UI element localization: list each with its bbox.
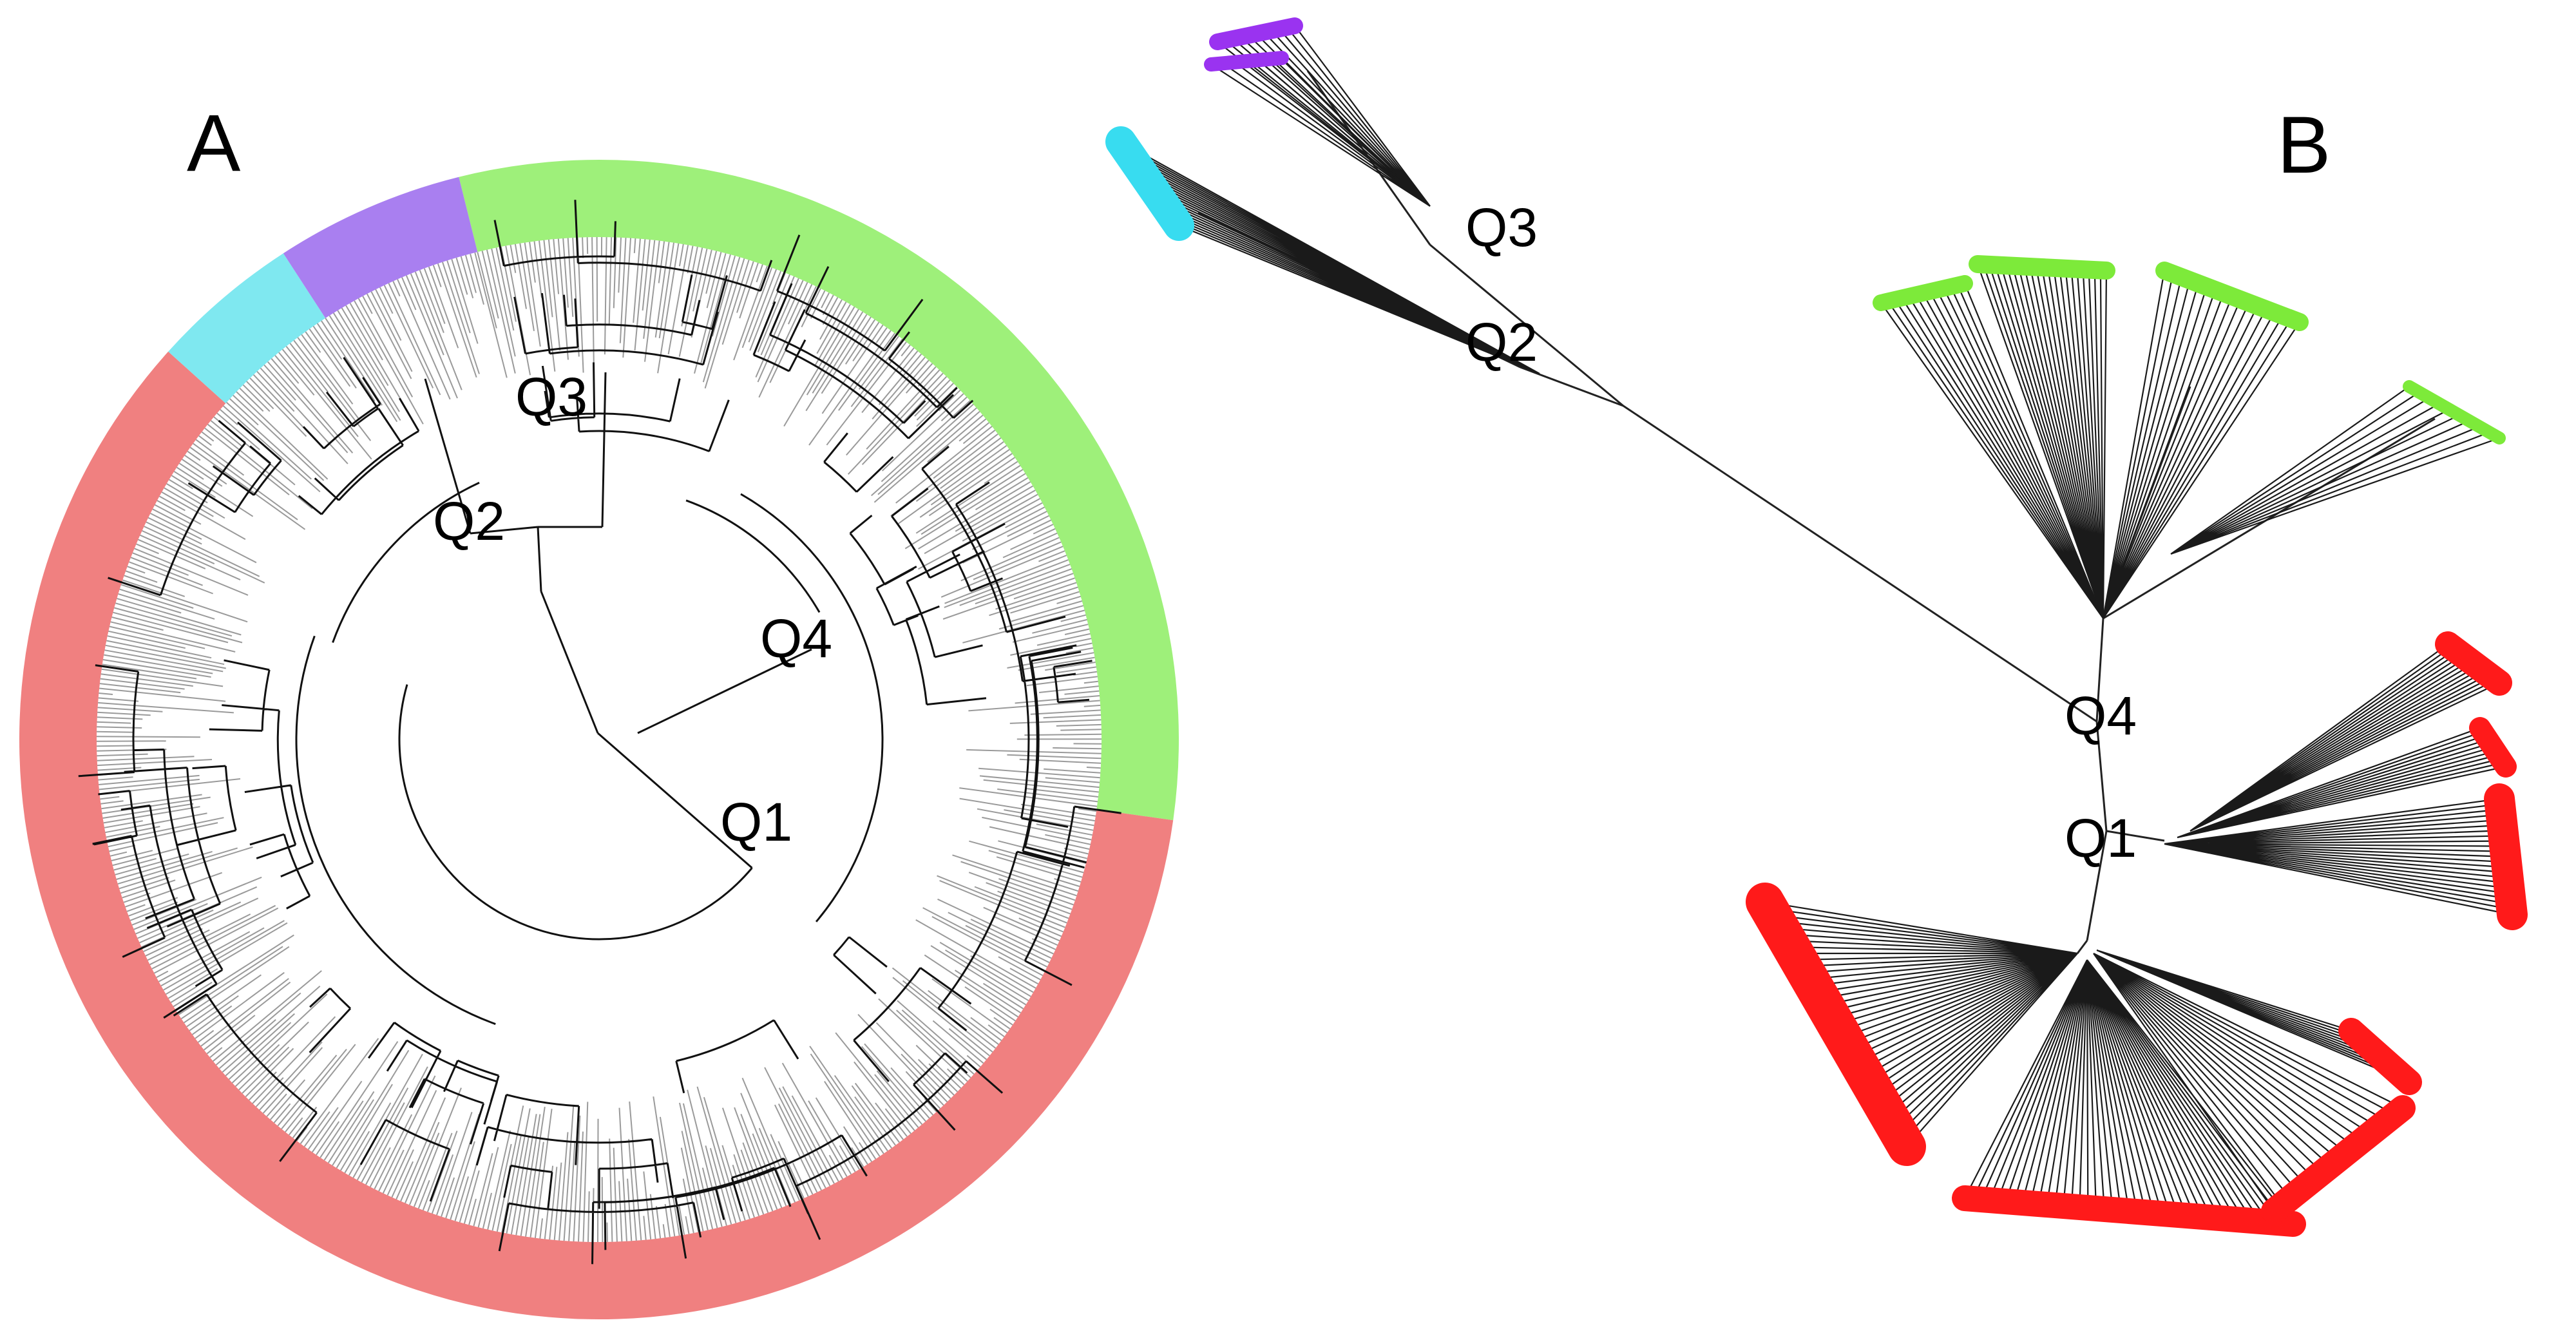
panel-b-fan-q1f-tips	[2261, 1095, 2416, 1224]
panel-b-fan-q3b-branches	[1210, 57, 1431, 207]
panel-b-fan-q1b-tips	[2469, 717, 2517, 778]
panel-a-subclade-branches	[78, 200, 1121, 1265]
panel-b-fan-q1c	[2164, 783, 2528, 930]
panel-a: A Q1 Q2 Q3 Q4	[19, 99, 1179, 1320]
panel-b-fan-q4c-branches	[2102, 270, 2300, 619]
panel-b-fan-q4d	[2170, 380, 2506, 555]
panel-b-fan-q4c	[2102, 262, 2309, 619]
panel-b-fan-q1f-branches	[2093, 953, 2403, 1212]
panel-b-fan-q1b	[2177, 717, 2517, 839]
panel-b-fan-q3b-tips	[1204, 51, 1289, 72]
panel-a-node-q3: Q3	[515, 367, 587, 427]
panel-b-fan-q4d-branches	[2170, 386, 2500, 555]
panel-a-node-q4: Q4	[760, 608, 832, 669]
panel-b-fan-q4b-branches	[1976, 263, 2108, 619]
panel-a-ring-q1	[19, 351, 1174, 1320]
panel-b-fan-q1a	[2190, 631, 2512, 832]
panel-b-fan-q1b-branches	[2177, 727, 2506, 839]
panel-b-node-q1: Q1	[2065, 808, 2137, 868]
panel-b-fan-q1g-tips	[2338, 1018, 2422, 1095]
panel-b-fan-q4a-tips	[1873, 275, 1973, 311]
panel-b-fan-q1a-tips	[2435, 631, 2512, 696]
panel-a-clade-ring	[19, 160, 1179, 1320]
panel-b-fan-q1a-branches	[2190, 644, 2500, 832]
panel-b-fan-q3-tips	[1209, 17, 1303, 50]
panel-a-leaf-branches	[96, 236, 1102, 1243]
panel-b-fan-q1d-tips	[1746, 883, 1926, 1166]
panel-b-fan-q1g-branches	[2096, 949, 2410, 1084]
panel-b-fan-q4d-tips	[2403, 380, 2506, 444]
panel-a-internal-branches	[78, 200, 1121, 1265]
panel-b-fan-q1d-branches	[1764, 901, 2078, 1147]
panel-b-fan-q2	[1105, 126, 1540, 375]
panel-b-fan-q4a-branches	[1880, 283, 2104, 619]
panel-b-fan-q4a	[1873, 275, 2104, 619]
panel-b-fan-q1c-tips	[2484, 783, 2528, 930]
panel-b-node-q4: Q4	[2065, 685, 2137, 746]
panel-a-ring-q4	[459, 160, 1179, 821]
panel-b-clade-fans	[1105, 17, 2528, 1237]
panel-b-fan-q1g	[2096, 949, 2422, 1095]
panel-b-fan-q1c-branches	[2164, 798, 2513, 916]
panel-b-fan-q3b	[1204, 51, 1431, 207]
panel-a-ring-q2	[168, 253, 326, 404]
panel-a-backbone-branches	[295, 372, 884, 1026]
panel-a-node-q2: Q2	[433, 491, 505, 551]
panel-b-fan-q2-tips	[1105, 126, 1194, 241]
panel-b-fan-q1f	[2093, 953, 2416, 1224]
panel-b-fan-q1e-tips	[1952, 1185, 2306, 1237]
panel-b-fan-q1d	[1746, 883, 2078, 1166]
panel-b-node-q2: Q2	[1465, 312, 1538, 372]
panel-b-fan-q4b-tips	[1969, 255, 2115, 280]
panel-a-label: A	[187, 99, 241, 188]
panel-b-fan-q1e-branches	[1964, 959, 2294, 1225]
panel-a-node-q1: Q1	[720, 792, 792, 852]
panel-a-ring-q3	[283, 177, 478, 318]
panel-b-label: B	[2277, 100, 2331, 190]
panel-b-fan-q1e	[1952, 959, 2306, 1237]
panel-b: B Q1 Q2 Q3 Q4	[1105, 17, 2528, 1237]
panel-b-fan-q2-branches	[1120, 141, 1540, 375]
panel-a-terminal-branches	[96, 236, 1102, 1243]
panel-b-node-q3: Q3	[1465, 197, 1538, 258]
panel-b-fan-q4b	[1969, 255, 2115, 619]
panel-b-fan-q4c-tips	[2155, 262, 2309, 331]
